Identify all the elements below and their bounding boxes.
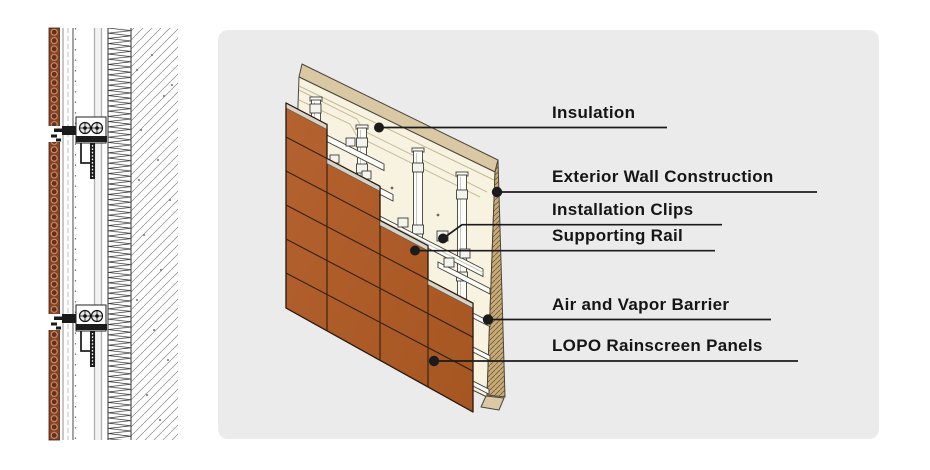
rainscreen-panel-field [285,102,474,413]
callout-label-lopo-panels: LOPO Rainscreen Panels [552,336,763,355]
section-rail [62,28,77,440]
section-insulation [107,28,132,440]
section-detail-drawing [46,27,178,441]
callout-label-installation-clips: Installation Clips [552,200,694,219]
concrete-specks [136,54,173,421]
callout-label-supporting-rail: Supporting Rail [552,226,684,245]
section-terracotta-panel [46,27,62,441]
callout-label-insulation: Insulation [552,103,636,122]
callout-label-exterior-wall: Exterior Wall Construction [552,167,774,186]
section-concrete-wall [130,28,178,440]
panel-joint-hooks [51,128,62,330]
section-vapor-barrier [93,28,103,440]
isometric-exploded-view [285,63,506,413]
wall-bottom-face [480,395,505,411]
callout-label-air-vapor-barrier: Air and Vapor Barrier [552,295,730,314]
